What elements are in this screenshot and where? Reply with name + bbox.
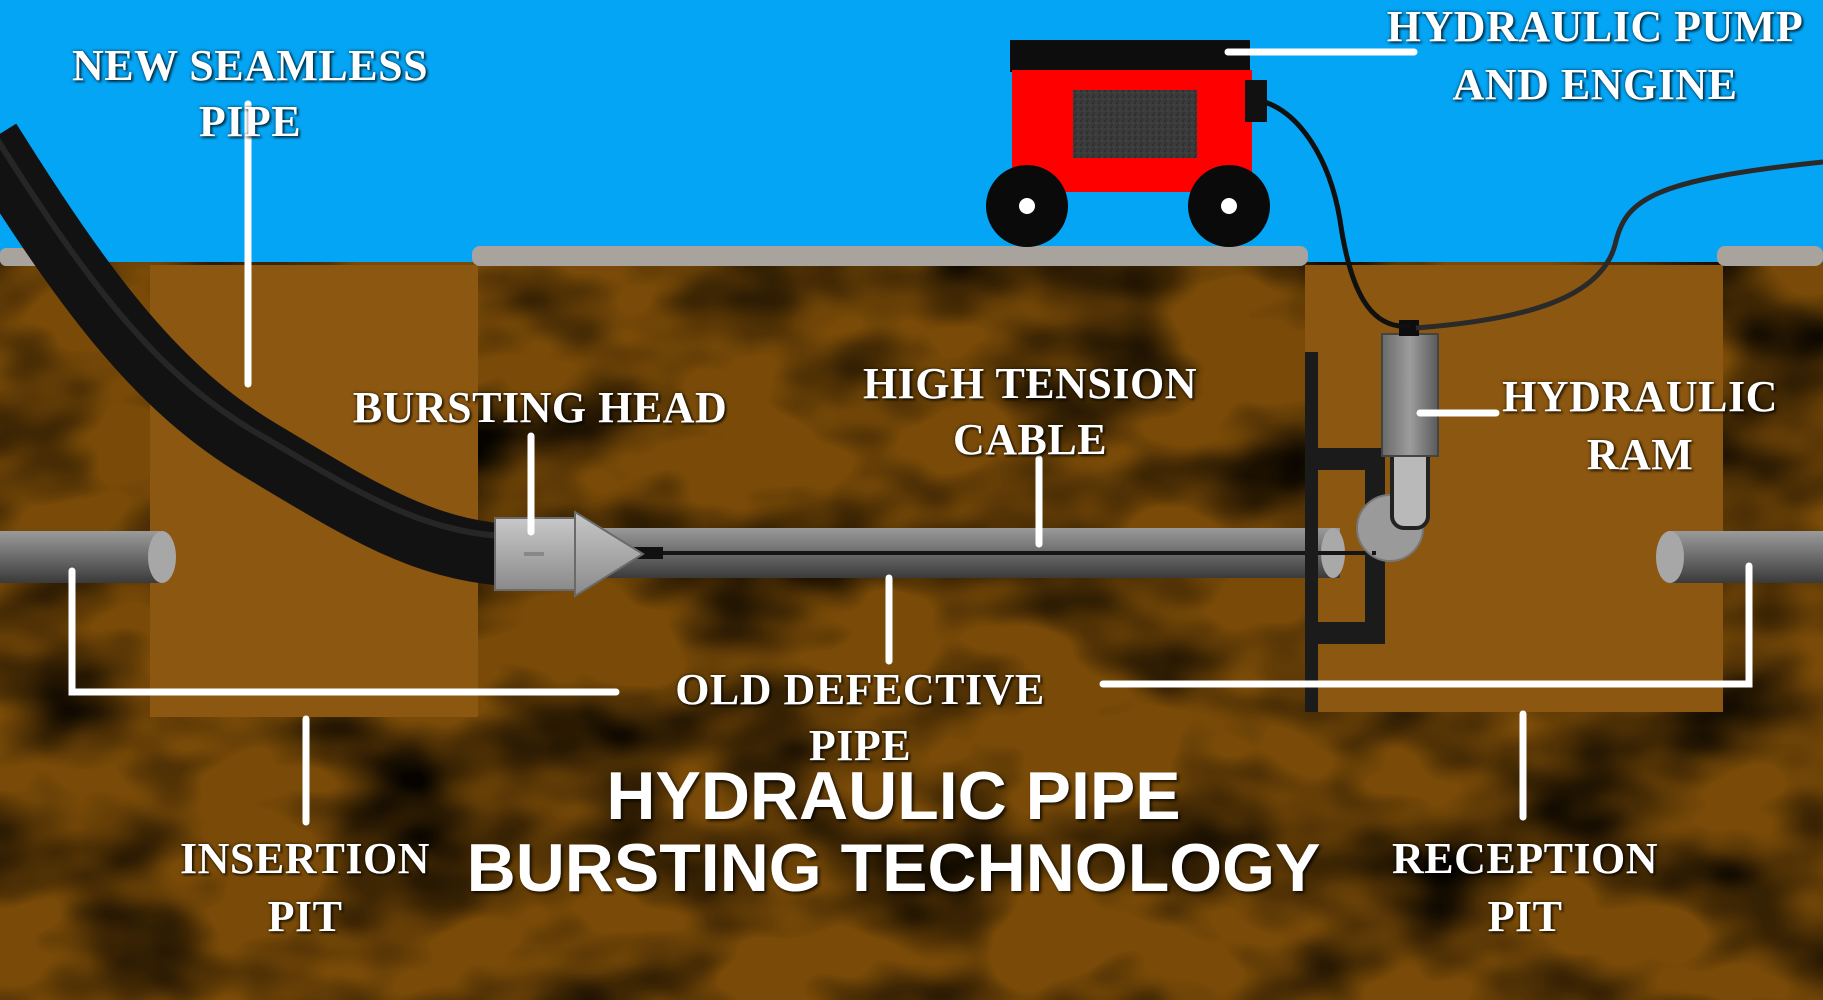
old-pipe-left [0,531,176,583]
diagram-title: HYDRAULIC PIPE BURSTING TECHNOLOGY [466,758,1321,906]
ground-edge-middle [472,246,1308,266]
sky [0,0,1823,270]
label-hydraulic-ram: HYDRAULIC RAM [1502,372,1778,479]
ram-frame [1305,352,1385,712]
new-pipe-highlight [0,138,501,539]
leader-lines [68,48,1753,826]
hydraulic-pump-cart-icon [986,40,1270,247]
label-insertion-pit: INSERTION PIT [180,834,430,941]
leader-old-pipe-right [1099,562,1753,688]
leader-old-pipe-left [68,567,620,696]
label-new-seamless-pipe: NEW SEAMLESS PIPE [71,41,429,146]
new-seamless-pipe [0,123,509,586]
label-hydraulic-pump-engine: HYDRAULIC PUMP AND ENGINE [1386,2,1804,109]
label-reception-pit: RECEPTION PIT [1391,834,1659,941]
label-old-defective-pipe: OLD DEFECTIVE PIPE [675,665,1045,770]
ground-edge-right [1717,246,1823,266]
bursting-head-icon [494,510,645,598]
old-pipe-right [1656,531,1823,583]
label-high-tension-cable: HIGH TENSION CABLE [862,359,1198,464]
hydraulic-hose-right [1415,159,1823,331]
label-bursting-head: BURSTING HEAD [352,383,728,432]
hydraulic-hose-pump [1257,97,1411,329]
hydraulic-ram-icon [1356,320,1439,562]
